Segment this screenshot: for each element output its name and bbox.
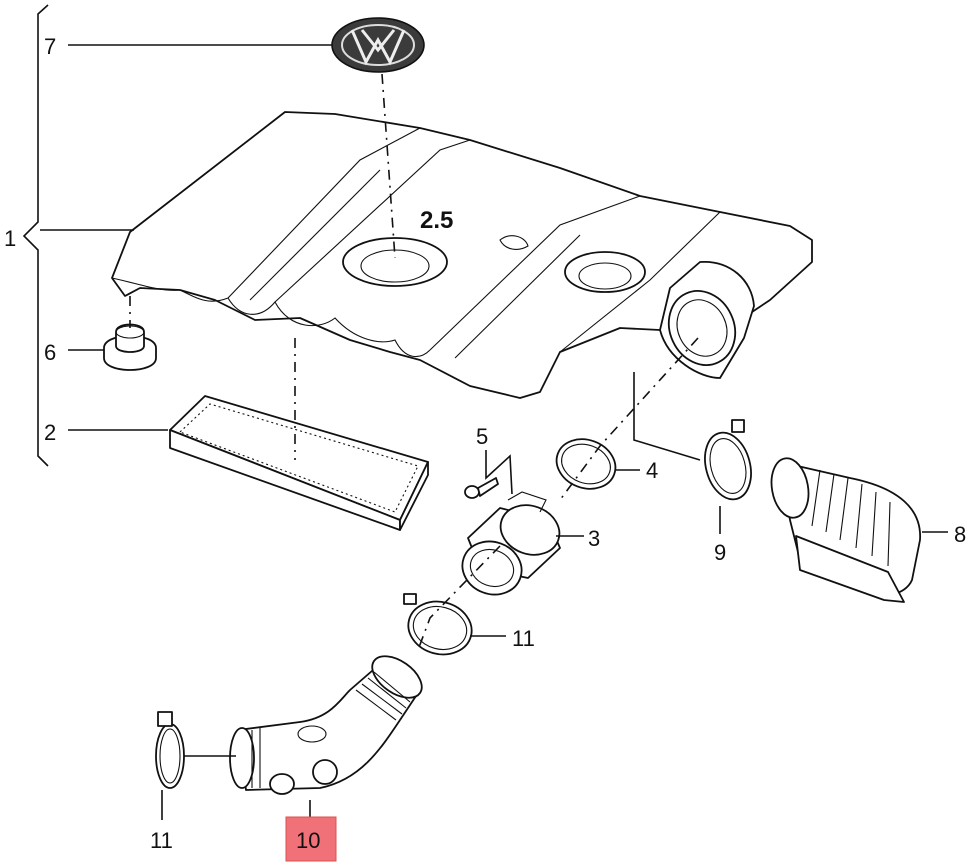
callout-7: 7 xyxy=(44,34,56,59)
cover-intake-pipe xyxy=(659,261,755,379)
callout-9: 9 xyxy=(714,540,726,565)
engine-cover: 2.5 xyxy=(111,111,813,399)
highlight-box-10 xyxy=(285,816,337,862)
vw-emblem xyxy=(331,17,425,73)
screw xyxy=(464,477,499,499)
callout-1: 1 xyxy=(4,226,16,251)
air-filter-element xyxy=(169,395,429,531)
callout-6: 6 xyxy=(44,340,56,365)
air-intake-hose xyxy=(770,457,921,603)
leader-lines xyxy=(22,4,948,820)
callout-3: 3 xyxy=(588,526,600,551)
cover-badge-text: 2.5 xyxy=(420,207,453,234)
callout-8: 8 xyxy=(954,522,966,547)
callout-11-upper: 11 xyxy=(512,626,535,651)
callout-5: 5 xyxy=(476,424,488,449)
hose-clamp-upper xyxy=(403,593,473,656)
callout-2: 2 xyxy=(44,420,56,445)
callout-4: 4 xyxy=(646,458,658,483)
intake-elbow-hose xyxy=(229,655,423,795)
rubber-grommet xyxy=(103,323,157,371)
hose-clamp-right xyxy=(704,419,752,501)
air-mass-meter xyxy=(461,491,561,596)
hose-clamp-lower xyxy=(155,711,185,789)
callout-10: 10 xyxy=(296,828,320,853)
callout-11-lower: 11 xyxy=(150,828,173,853)
